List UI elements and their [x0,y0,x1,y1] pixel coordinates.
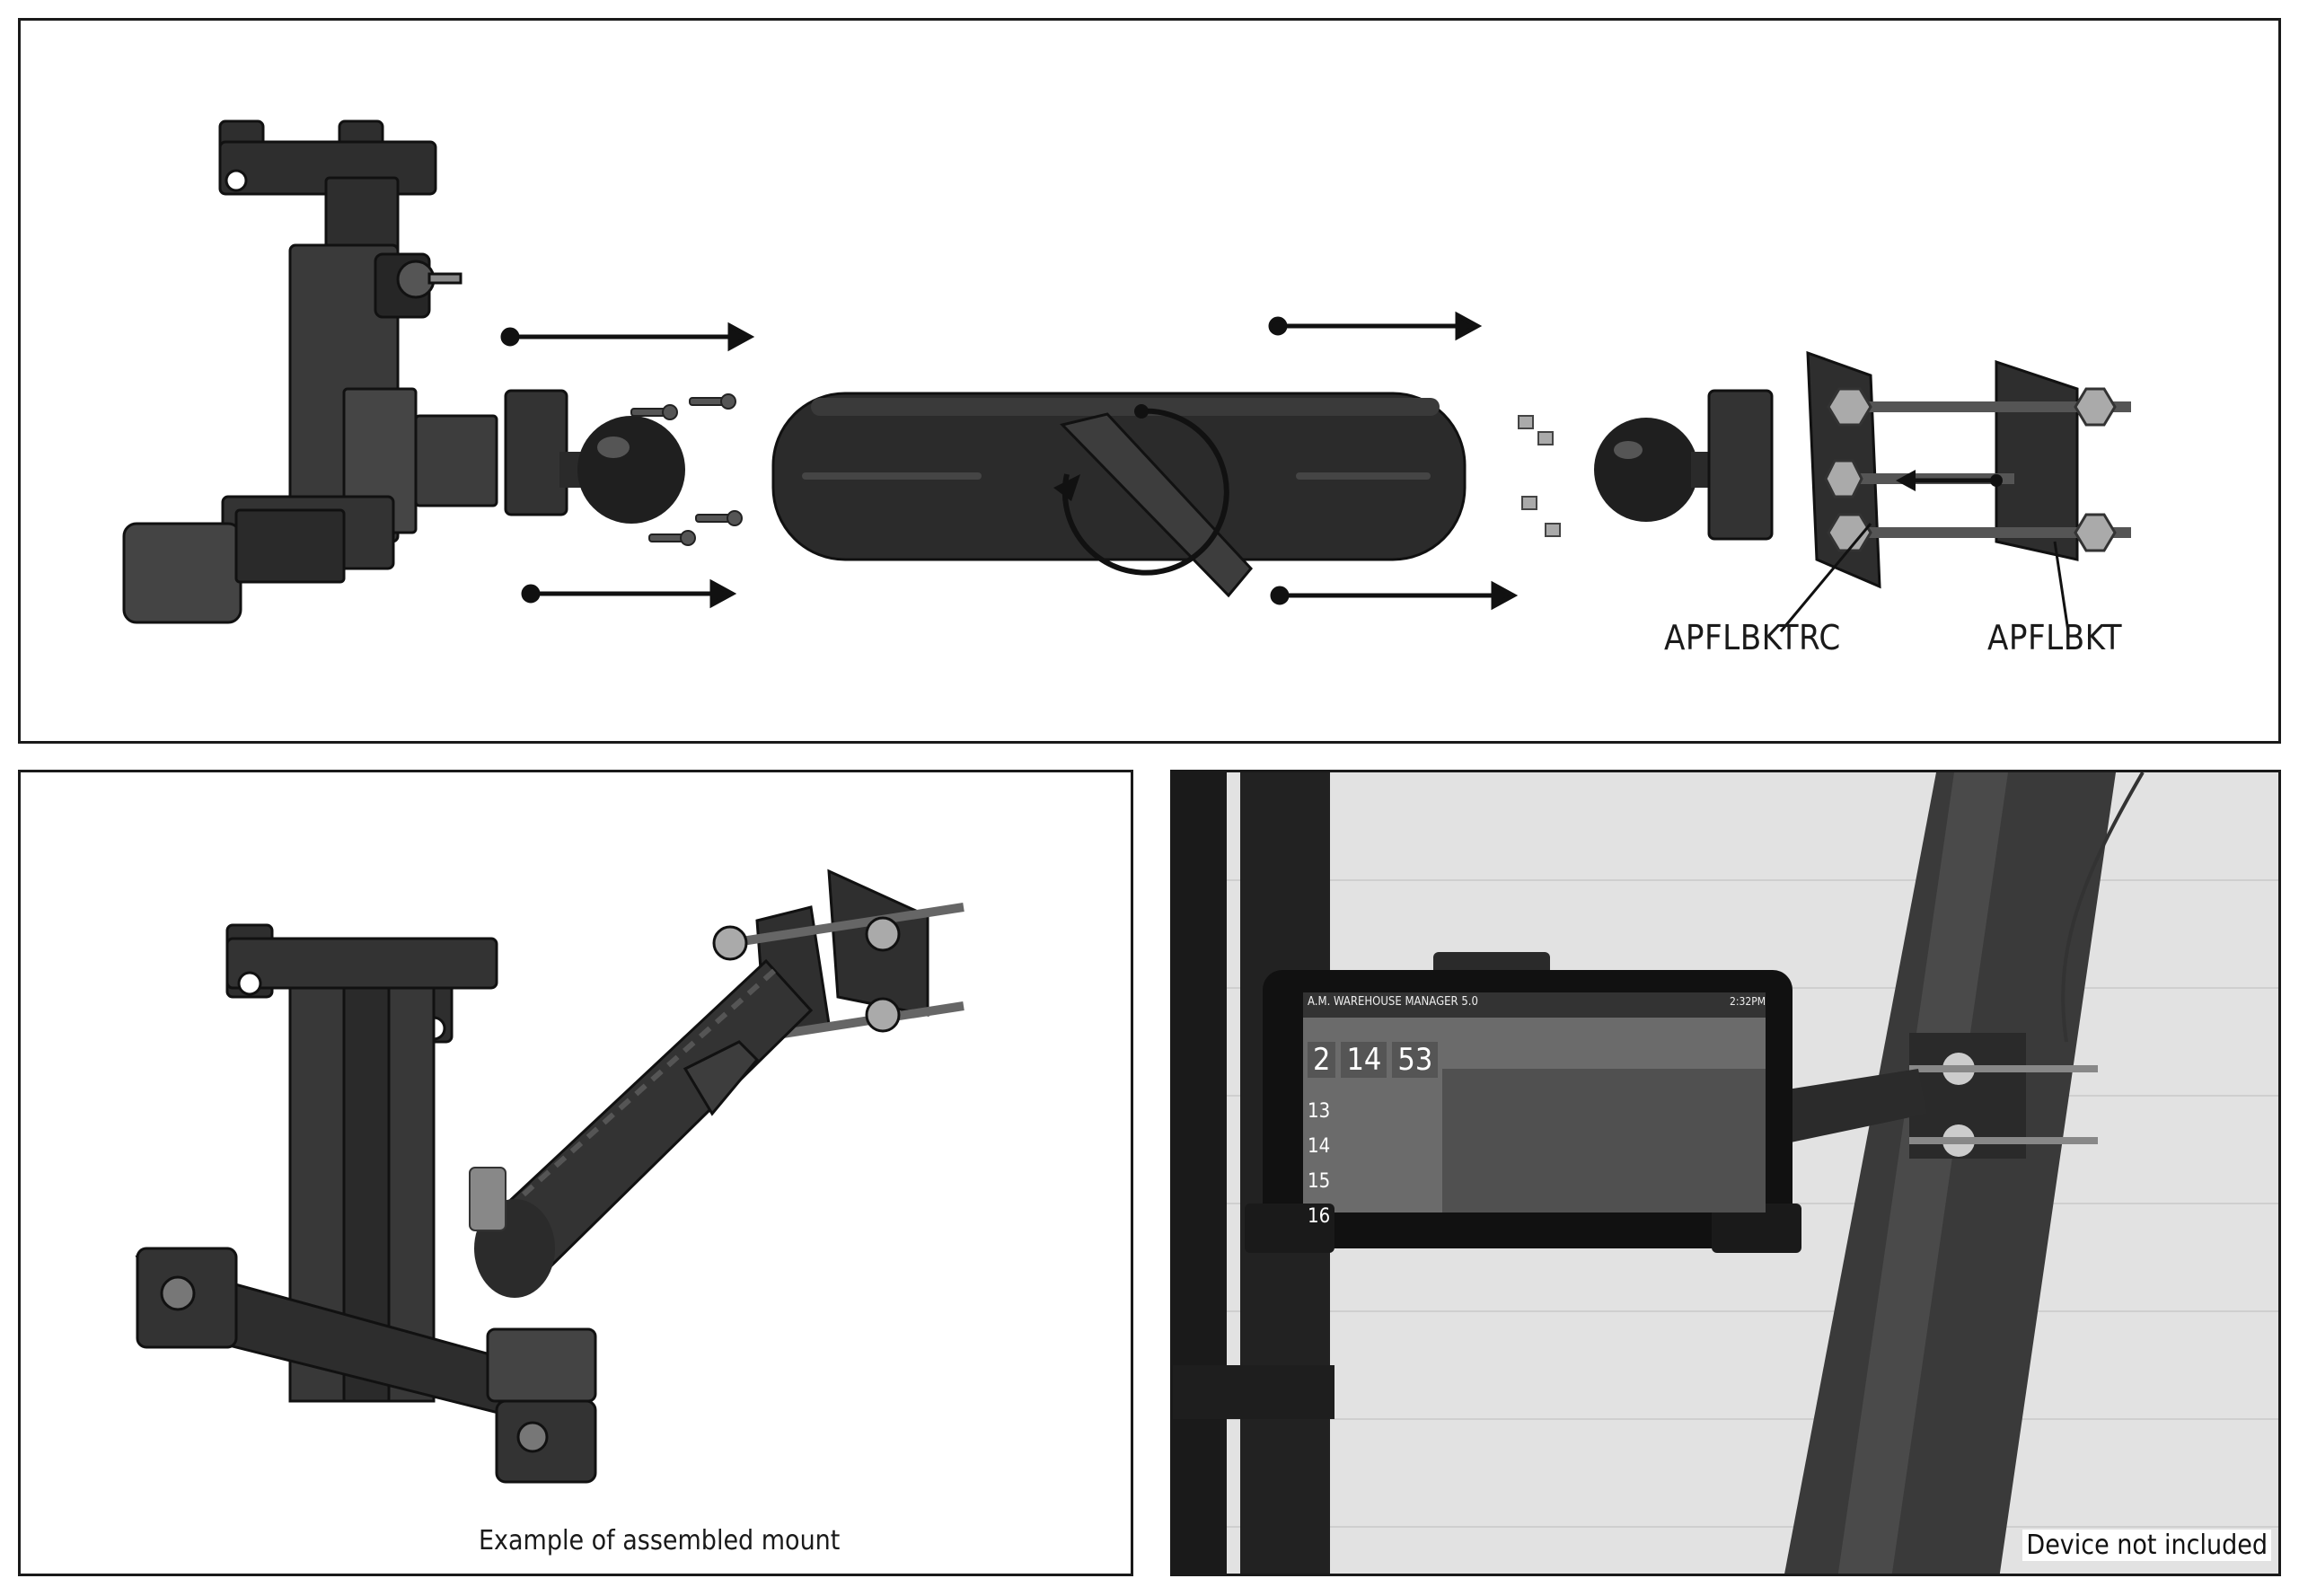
pipe-clamp-bracket [1779,350,2131,632]
tablet-app-title: A.M. WAREHOUSE MANAGER 5.0 [1308,995,1478,1009]
assembled-mount-drawing [135,869,965,1484]
part-label-apflbkt: APFLBKT [1987,618,2122,657]
assembly-arrows-right [1268,311,1519,611]
device-not-included-caption: Device not included [2022,1530,2271,1561]
leader-line-apflbktrc [1779,523,1872,632]
assembled-mount-panel: Example of assembled mount [18,770,1133,1576]
installed-mount-photo-panel: A.M. WAREHOUSE MANAGER 5.0 2:32PM 2 14 5… [1170,770,2281,1576]
forklift-bar-left [1173,772,1227,1574]
tablet-row-label: 16 [1308,1205,1331,1228]
double-socket-arm [771,392,1467,598]
tablet-row-labels: 13 14 15 16 [1308,1100,1330,1228]
assembled-arm [469,958,814,1298]
tablet-row-label: 14 [1308,1135,1331,1158]
ball-base-left [504,389,743,546]
exploded-assembly-panel: APFLBKTRC APFLBKT [18,18,2281,744]
tablet-holder-cradle [122,119,498,624]
tablet-row-label: 13 [1308,1100,1331,1123]
installed-mount-photo [1173,772,2278,1574]
installed-pipe-clamp [1909,1033,2098,1159]
ball-base-right [1594,389,1774,541]
tablet-stat: 2 [1308,1042,1336,1078]
part-label-apflbktrc: APFLBKTRC [1664,618,1841,657]
tablet-status-time: 2:32PM [1730,995,1766,1008]
tablet-stats: 2 14 53 [1308,1042,1439,1078]
tablet-stat: 14 [1341,1042,1387,1078]
tablet-row-label: 15 [1308,1170,1331,1193]
exploded-assembly-drawing [122,119,2131,632]
assembly-arrows-left [500,322,755,609]
assembled-mount-caption: Example of assembled mount [479,1525,841,1556]
square-nuts [1518,415,1561,537]
assembled-tablet-cradle [135,923,597,1484]
lock-key-icon [469,1167,506,1231]
leader-line-apflbkt [2053,541,2070,632]
installed-tablet [1245,952,1801,1253]
tablet-stat: 53 [1392,1042,1439,1078]
